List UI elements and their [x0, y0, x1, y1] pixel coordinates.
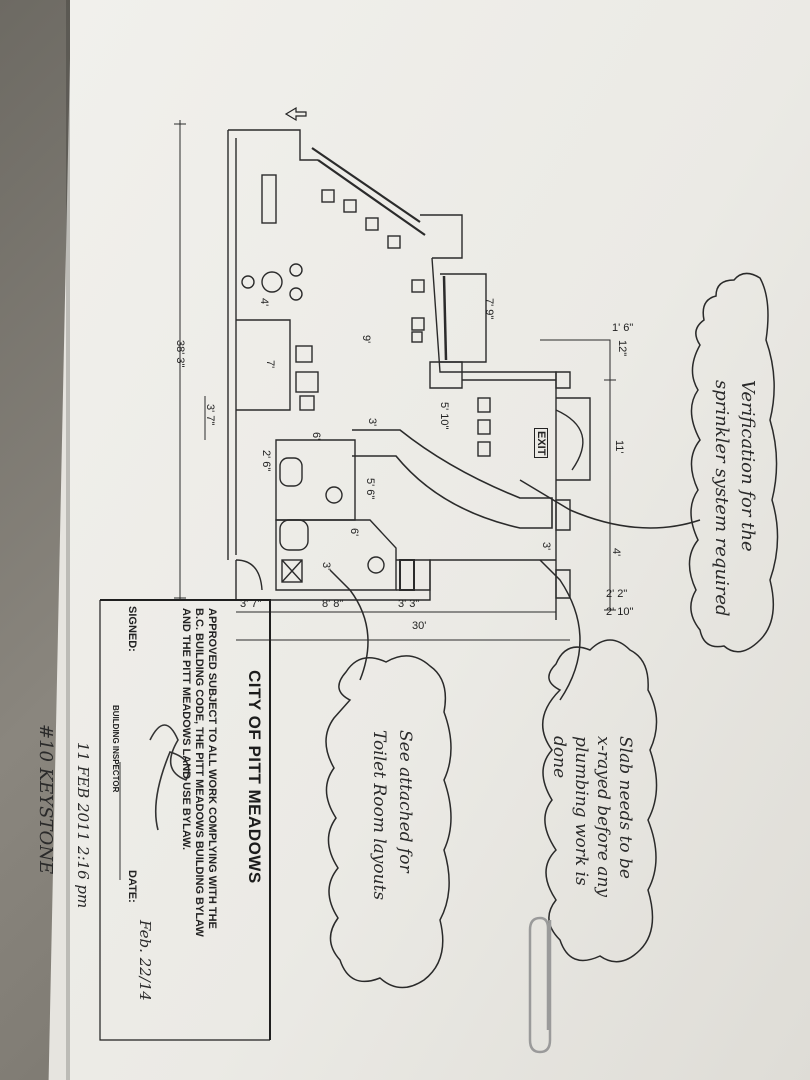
leader-slab	[539, 559, 581, 701]
paper-sheet	[70, 0, 810, 1080]
paperclip-icon	[528, 916, 552, 1054]
storefront-pier	[420, 214, 463, 259]
stamp-border	[100, 599, 271, 1040]
toilet-note-cloud	[325, 655, 452, 989]
toilet-note: See attached for Toilet Room layouts	[366, 730, 418, 900]
dim-line-length	[174, 120, 186, 600]
window-glazing	[442, 275, 448, 361]
sink-fixture	[279, 457, 303, 487]
window-bay	[440, 273, 487, 363]
dim-7ft: 7'	[264, 360, 276, 369]
leader-toilet	[329, 569, 369, 681]
dim-3ft: 3'	[366, 418, 378, 427]
dim-2ft10: 2' 10"	[606, 606, 634, 618]
bottom-wall	[235, 559, 556, 601]
exit-door-frame	[556, 397, 591, 481]
dim-11ft: 11'	[613, 440, 625, 454]
dim-2ft2: 2' 2"	[606, 588, 628, 600]
washroom-two	[275, 519, 397, 591]
dim-8ft8: 8' 8"	[322, 598, 344, 610]
dim-7ft9: 7' 9"	[483, 298, 495, 320]
stamp-date-value: Feb. 22/14	[136, 920, 154, 1001]
washroom-one	[275, 439, 356, 521]
dim-4ft: 4'	[258, 298, 270, 307]
slab-note-line-2: x-rayed before any	[593, 736, 613, 897]
dim-3ft3: 3' 3"	[398, 598, 420, 610]
note-clouds	[325, 272, 779, 989]
top-wall	[228, 129, 318, 161]
dim-overall-length: 38' 3"	[174, 340, 186, 368]
toilet-note-line-1: See attached for	[395, 730, 415, 873]
exit-sign: EXIT	[534, 428, 548, 459]
dim-3ft7-left: 3' 7"	[204, 404, 216, 426]
stamp-title: CITY OF PITT MEADOWS	[245, 670, 264, 884]
note-unit: #10 KEYSTONE	[35, 724, 56, 875]
angled-storefront-wall	[311, 147, 426, 236]
stamp-line-3: AND THE PITT MEADOWS LAND USE BYLAW.	[180, 608, 192, 850]
stamp-date-label: DATE:	[126, 870, 138, 903]
bench	[261, 174, 277, 224]
toilet-note-line-2: Toilet Room layouts	[369, 730, 389, 901]
mop-sink	[281, 559, 303, 583]
sprinkler-note-line-2: sprinkler system required	[711, 380, 732, 617]
dim-1ft6: 1' 6"	[612, 322, 634, 334]
toilet-fixture-b	[325, 486, 343, 504]
sprinkler-note-line-1: Verification for the	[737, 380, 758, 552]
dim-3ft-b: 3'	[320, 562, 332, 571]
sprinkler-note: Verification for the sprinkler system re…	[708, 380, 760, 617]
small-room	[236, 319, 291, 411]
exit-door-swing	[555, 409, 584, 471]
rear-door-swing	[235, 559, 263, 591]
stamp-body: APPROVED SUBJECT TO ALL WORK COMPLYING W…	[179, 608, 218, 937]
paper-edge-shadow	[66, 0, 72, 1080]
stamp-line-2: B.C. BUILDING CODE, THE PITT MEADOWS BUI…	[193, 608, 205, 937]
toilet-fixture-a	[279, 519, 309, 551]
stamp-signed-label: SIGNED:	[126, 606, 138, 652]
dim-5ft6: 5' 6"	[364, 478, 376, 500]
dim-2ft6: 2' 6"	[260, 450, 272, 472]
stair	[399, 559, 415, 591]
toilet-fixture-c	[367, 556, 385, 574]
dim-6ft: 6'	[310, 432, 322, 441]
stamp-inspector-label: BUILDING INSPECTOR	[111, 705, 120, 793]
leader-sprinkler	[519, 479, 701, 529]
entry-arrow-icon	[284, 106, 307, 122]
slab-note-cloud	[541, 639, 658, 963]
dim-6ft-b: 6'	[348, 528, 360, 537]
dim-overall-width: 30'	[412, 620, 427, 632]
slab-note: Slab needs to be x-rayed before any plum…	[548, 736, 636, 897]
table-round	[261, 271, 283, 293]
left-exterior-wall	[227, 130, 237, 560]
dim-12in: 12"	[616, 340, 628, 357]
dim-4ft-b: 4'	[610, 548, 622, 557]
slab-note-line-3: plumbing work is	[571, 736, 591, 886]
sprinkler-note-cloud	[688, 272, 779, 653]
column-right	[555, 371, 571, 389]
dim-9ft: 9'	[360, 335, 372, 344]
dim-3ft7-bottom: 3' 7"	[240, 598, 262, 610]
approval-stamp: CITY OF PITT MEADOWS	[244, 670, 264, 884]
column	[429, 361, 463, 389]
inspector-signature	[149, 724, 190, 831]
dim-5ft10: 5' 10"	[438, 402, 450, 430]
stamp-line-1: APPROVED SUBJECT TO ALL WORK COMPLYING W…	[206, 608, 218, 929]
slab-note-line-4: done	[549, 736, 569, 779]
note-date-time: 11 FEB 2011 2:16 pm	[74, 742, 92, 909]
slab-note-line-1: Slab needs to be	[615, 736, 635, 879]
curved-counter	[352, 429, 553, 529]
right-wall-upper	[431, 257, 557, 620]
dim-3ft-c: 3'	[540, 542, 552, 551]
mop-sink-x	[281, 559, 303, 583]
